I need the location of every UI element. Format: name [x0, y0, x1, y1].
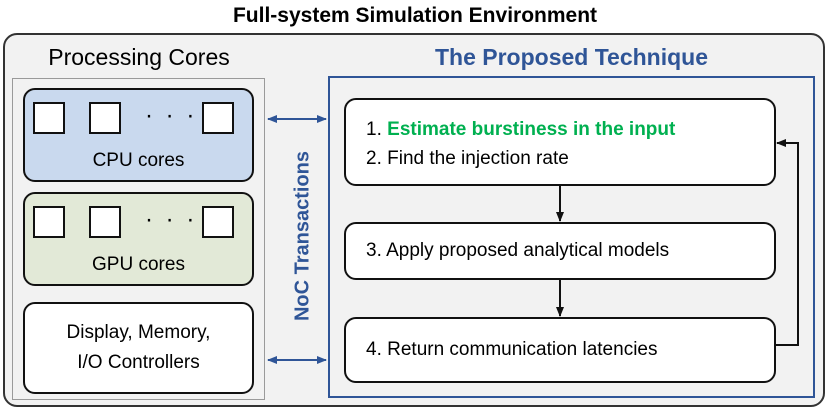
gpu-core-ellipsis: · · · — [145, 206, 198, 233]
step-1-number: 1. — [366, 119, 382, 140]
cpu-core-ellipsis: · · · — [145, 102, 198, 129]
step-3: 3. Apply proposed analytical models — [366, 240, 670, 261]
io-label-line1: Display, Memory, — [66, 322, 211, 343]
io-controllers-box: Display, Memory, I/O Controllers — [23, 302, 254, 394]
cpu-cores-label: CPU cores — [92, 150, 185, 171]
step-1-text: Estimate burstiness in the input — [387, 119, 676, 140]
cpu-core-square — [89, 102, 121, 134]
gpu-cores-box: · · · GPU cores — [23, 192, 254, 286]
feedback-loop-arrow — [776, 139, 799, 346]
diagram-title: Full-system Simulation Environment — [232, 4, 598, 27]
step-box-1: 1. Estimate burstiness in the input 2. F… — [344, 98, 776, 186]
gpu-core-square — [33, 206, 65, 238]
step-box-3: 3. Apply proposed analytical models — [344, 222, 776, 280]
step-1: 1. Estimate burstiness in the input — [366, 119, 675, 141]
step-2: 2. Find the injection rate — [366, 148, 569, 169]
gpu-core-square — [89, 206, 121, 238]
step-box-4: 4. Return communication latencies — [344, 317, 776, 383]
io-controllers-label: Display, Memory, I/O Controllers — [25, 318, 252, 378]
cpu-core-square — [33, 102, 65, 134]
processing-cores-title: Processing Cores — [48, 44, 230, 70]
proposed-technique-title: The Proposed Technique — [434, 44, 709, 70]
io-label-line2: I/O Controllers — [77, 352, 200, 373]
step-4: 4. Return communication latencies — [366, 339, 658, 360]
gpu-core-square — [202, 206, 234, 238]
processing-cores-frame — [12, 78, 265, 400]
cpu-core-square — [202, 102, 234, 134]
gpu-cores-label: GPU cores — [92, 254, 185, 275]
cpu-cores-box: · · · CPU cores — [23, 88, 254, 182]
